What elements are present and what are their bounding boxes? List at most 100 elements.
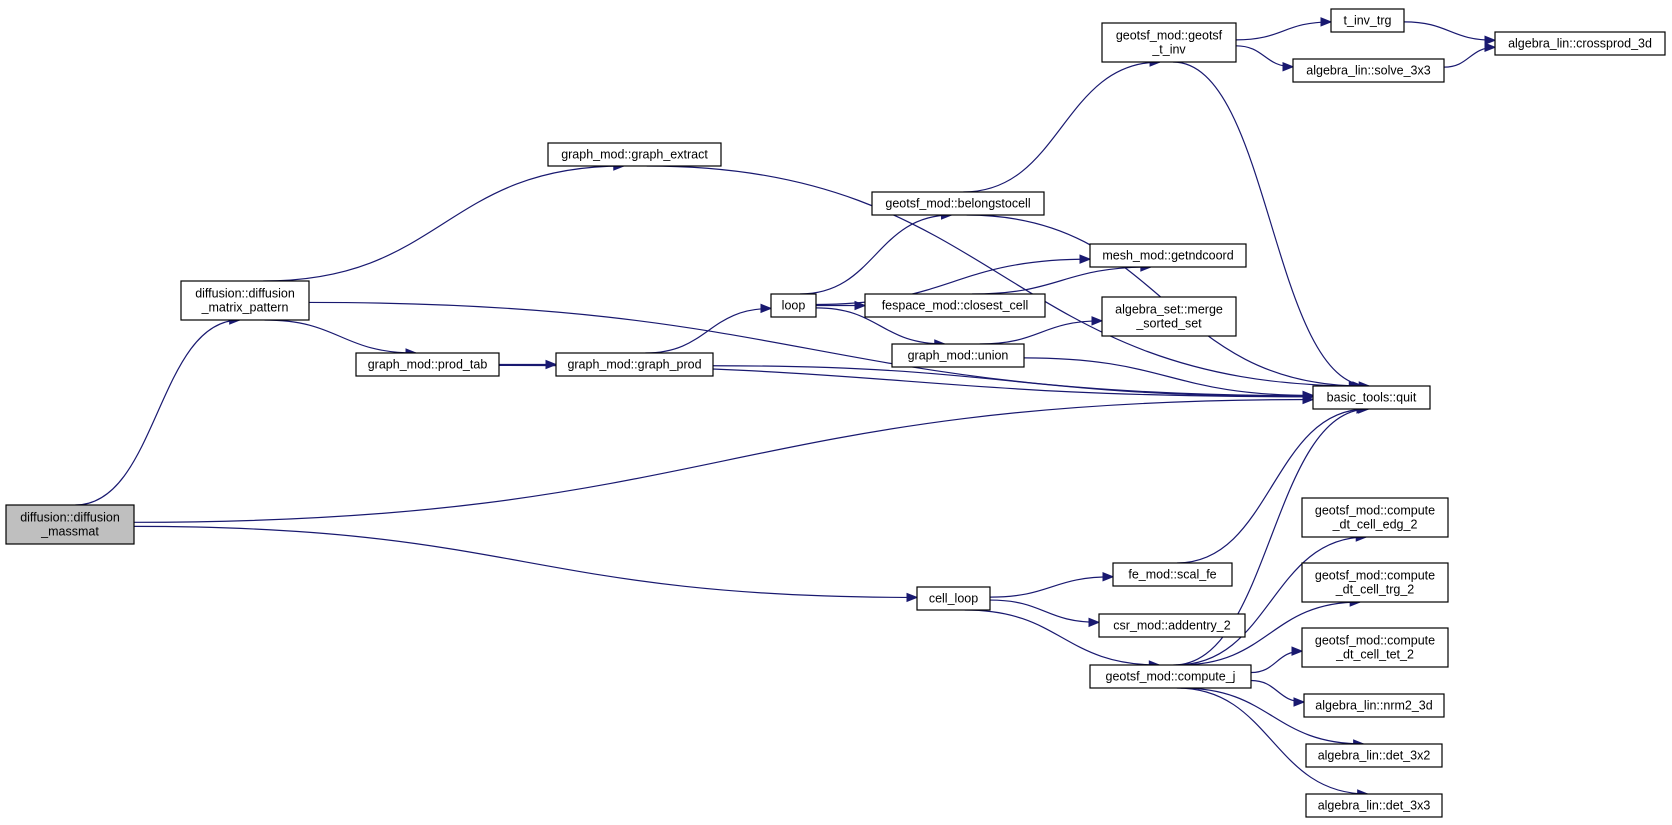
node-box [1292,58,1445,83]
node-box [1089,664,1252,689]
node-det-3x2[interactable]: algebra_lin::det_3x2 [1305,743,1443,768]
node-box [1089,243,1247,268]
edge-compute_j-to-cell_tet_2 [1250,646,1304,674]
edge-solve_3x3-to-crossprod_3d [1443,42,1497,68]
node-scal-fe[interactable]: fe_mod::scal_fe [1112,562,1233,587]
edge-loop-to-belongstocell [799,210,953,295]
node-cell-trg-2[interactable]: geotsf_mod::compute_dt_cell_trg_2 [1301,562,1449,603]
edge-massmat-to-pattern [75,315,242,506]
edge-union-to-quit [1023,357,1315,401]
node-label: algebra_lin::nrm2_3d [1315,699,1432,713]
edges [75,17,1497,799]
edge-geotsf_t_inv-to-quit [1172,61,1371,391]
node-box [1305,743,1443,768]
edge-geotsf_t_inv-to-t_inv_trg [1235,17,1333,41]
node-massmat[interactable]: diffusion::diffusion_massmat [5,504,135,545]
node-label: graph_mod::union [908,349,1009,363]
node-pattern[interactable]: diffusion::diffusion_matrix_pattern [180,280,310,321]
node-cell-tet-2[interactable]: geotsf_mod::compute_dt_cell_tet_2 [1301,627,1449,668]
node-label: _dt_cell_tet_2 [1335,648,1414,662]
node-label: _dt_cell_edg_2 [1332,518,1418,532]
node-compute-j[interactable]: geotsf_mod::compute_j [1089,664,1252,689]
node-box [916,586,991,611]
edge-union-to-merge_sorted_set [979,316,1104,345]
node-label: t_inv_trg [1344,14,1392,28]
node-getndcoord[interactable]: mesh_mod::getndcoord [1089,243,1247,268]
node-label: graph_mod::graph_extract [561,148,708,162]
node-geotsf-t-inv[interactable]: geotsf_mod::geotsf_t_inv [1101,22,1237,63]
node-label: _t_inv [1151,43,1186,57]
edge-cell_loop-to-addentry_2 [989,599,1101,628]
node-label: algebra_set::merge [1115,303,1223,317]
node-label: algebra_lin::crossprod_3d [1508,37,1652,51]
node-addentry-2[interactable]: csr_mod::addentry_2 [1098,613,1246,638]
node-t-inv-trg[interactable]: t_inv_trg [1330,8,1405,33]
node-label: graph_mod::prod_tab [368,358,488,372]
edge-pattern-to-graph_extract [263,161,626,282]
edge-pattern-to-prod_tab [264,319,418,358]
node-label: _sorted_set [1135,317,1202,331]
node-closest-cell[interactable]: fespace_mod::closest_cell [864,293,1046,318]
node-cell-edg-2[interactable]: geotsf_mod::compute_dt_cell_edg_2 [1301,497,1449,538]
node-box [871,191,1045,216]
node-label: diffusion::diffusion [195,287,295,301]
node-label: loop [782,299,806,313]
node-label: algebra_lin::solve_3x3 [1306,64,1430,78]
node-label: algebra_lin::det_3x2 [1318,749,1431,763]
node-nrm2-3d[interactable]: algebra_lin::nrm2_3d [1303,693,1445,718]
node-box [1330,8,1405,33]
node-box [1301,627,1449,668]
node-crossprod-3d[interactable]: algebra_lin::crossprod_3d [1494,31,1666,56]
node-box [5,504,135,545]
node-box [1112,562,1233,587]
edge-geotsf_t_inv-to-solve_3x3 [1235,45,1295,72]
node-box [1301,562,1449,603]
node-det-3x3[interactable]: algebra_lin::det_3x3 [1305,793,1443,818]
node-box [1101,22,1237,63]
node-quit[interactable]: basic_tools::quit [1312,385,1431,410]
node-label: fespace_mod::closest_cell [882,299,1029,313]
node-label: geotsf_mod::compute [1315,504,1435,518]
node-union[interactable]: graph_mod::union [891,343,1025,368]
node-label: geotsf_mod::compute [1315,634,1435,648]
node-label: geotsf_mod::belongstocell [885,197,1030,211]
node-box [1301,497,1449,538]
edge-closest_cell-to-getndcoord [972,262,1153,295]
node-box [355,352,500,377]
node-label: _massmat [40,525,99,539]
node-box [864,293,1046,318]
node-box [1312,385,1431,410]
node-prod-tab[interactable]: graph_mod::prod_tab [355,352,500,377]
edge-scal_fe-to-quit [1177,404,1369,564]
edge-cell_loop-to-scal_fe [989,572,1115,598]
node-box [770,293,817,318]
node-label: fe_mod::scal_fe [1128,568,1216,582]
edge-graph_prod-to-loop [645,303,773,354]
node-box [1303,693,1445,718]
node-label: _matrix_pattern [201,301,289,315]
node-box [1305,793,1443,818]
nodes: diffusion::diffusion_massmatdiffusion::d… [5,8,1666,818]
node-belongstocell[interactable]: geotsf_mod::belongstocell [871,191,1045,216]
edge-t_inv_trg-to-crossprod_3d [1403,21,1497,46]
node-box [547,142,722,167]
node-label: cell_loop [929,592,978,606]
edge-loop-to-getndcoord [815,254,1092,306]
edge-graph_prod-to-quit [712,365,1315,402]
edge-massmat-to-quit [133,394,1315,523]
node-label: mesh_mod::getndcoord [1102,249,1233,263]
node-graph-extract[interactable]: graph_mod::graph_extract [547,142,722,167]
node-merge-sorted-set[interactable]: algebra_set::merge_sorted_set [1101,296,1237,337]
node-loop[interactable]: loop [770,293,817,318]
node-label: csr_mod::addentry_2 [1113,619,1230,633]
edge-loop-to-closest_cell [816,300,867,311]
node-cell-loop[interactable]: cell_loop [916,586,991,611]
node-solve-3x3[interactable]: algebra_lin::solve_3x3 [1292,58,1445,83]
edge-belongstocell-to-geotsf_t_inv [963,57,1162,193]
node-label: graph_mod::graph_prod [567,358,701,372]
node-label: _dt_cell_trg_2 [1335,583,1415,597]
node-box [891,343,1025,368]
node-graph-prod[interactable]: graph_mod::graph_prod [555,352,714,377]
node-box [1494,31,1666,56]
